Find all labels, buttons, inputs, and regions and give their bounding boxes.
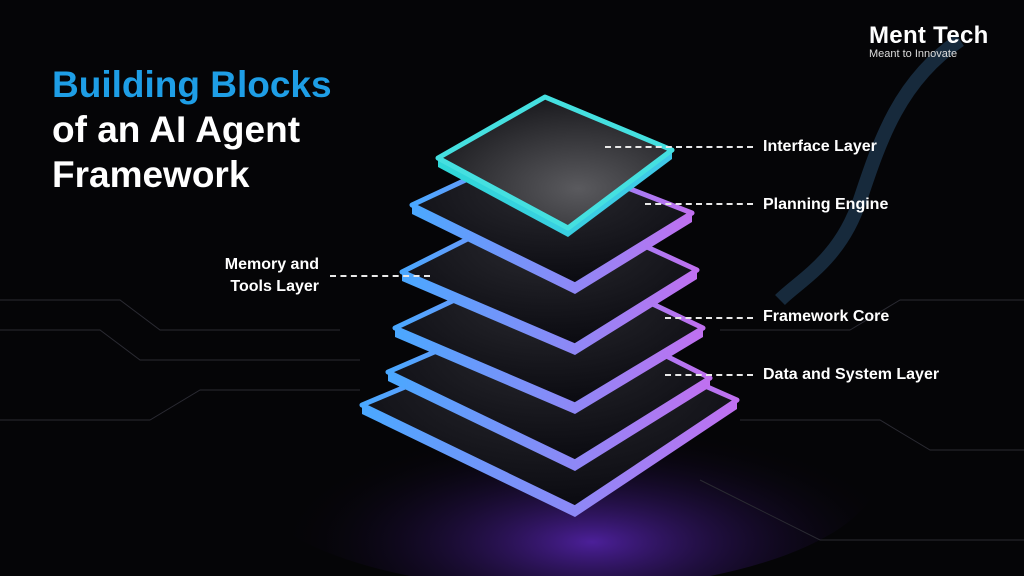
- connector-line: [665, 374, 753, 376]
- layer-plate-edge: [402, 270, 697, 355]
- layer-plate-edge: [438, 150, 672, 237]
- label-planning-engine: Planning Engine: [763, 196, 889, 213]
- smoke-wisp: [775, 34, 964, 306]
- layer-plate-edge: [362, 400, 737, 517]
- layer-plate: [435, 94, 675, 231]
- layer-plate-edge: [395, 328, 703, 414]
- brand-tagline: Meant to Innovate: [869, 48, 958, 60]
- connector-line: [645, 203, 753, 205]
- label-data-system-layer: Data and System Layer: [763, 366, 940, 383]
- brand-name: Ment Tech: [869, 22, 989, 49]
- title-line-2: of an AI Agent: [52, 109, 301, 150]
- connector-line: [665, 317, 753, 319]
- label-interface-layer: Interface Layer: [763, 138, 877, 155]
- title-line-3: Framework: [52, 154, 250, 195]
- label-line: Memory and: [224, 256, 319, 273]
- title-line-1: Building Blocks: [52, 64, 332, 105]
- connector-line: [605, 146, 753, 148]
- label-framework-core: Framework Core: [763, 308, 890, 325]
- connector-line: [330, 275, 430, 277]
- label-memory-tools-layer: Memory and Tools Layer: [225, 254, 319, 298]
- circuit-lines: [0, 299, 1024, 541]
- brand-logo: Ment Tech Meant to Innovate: [869, 22, 989, 61]
- page-title: Building Blocks of an AI Agent Framework: [52, 62, 332, 197]
- label-line: Tools Layer: [230, 278, 319, 295]
